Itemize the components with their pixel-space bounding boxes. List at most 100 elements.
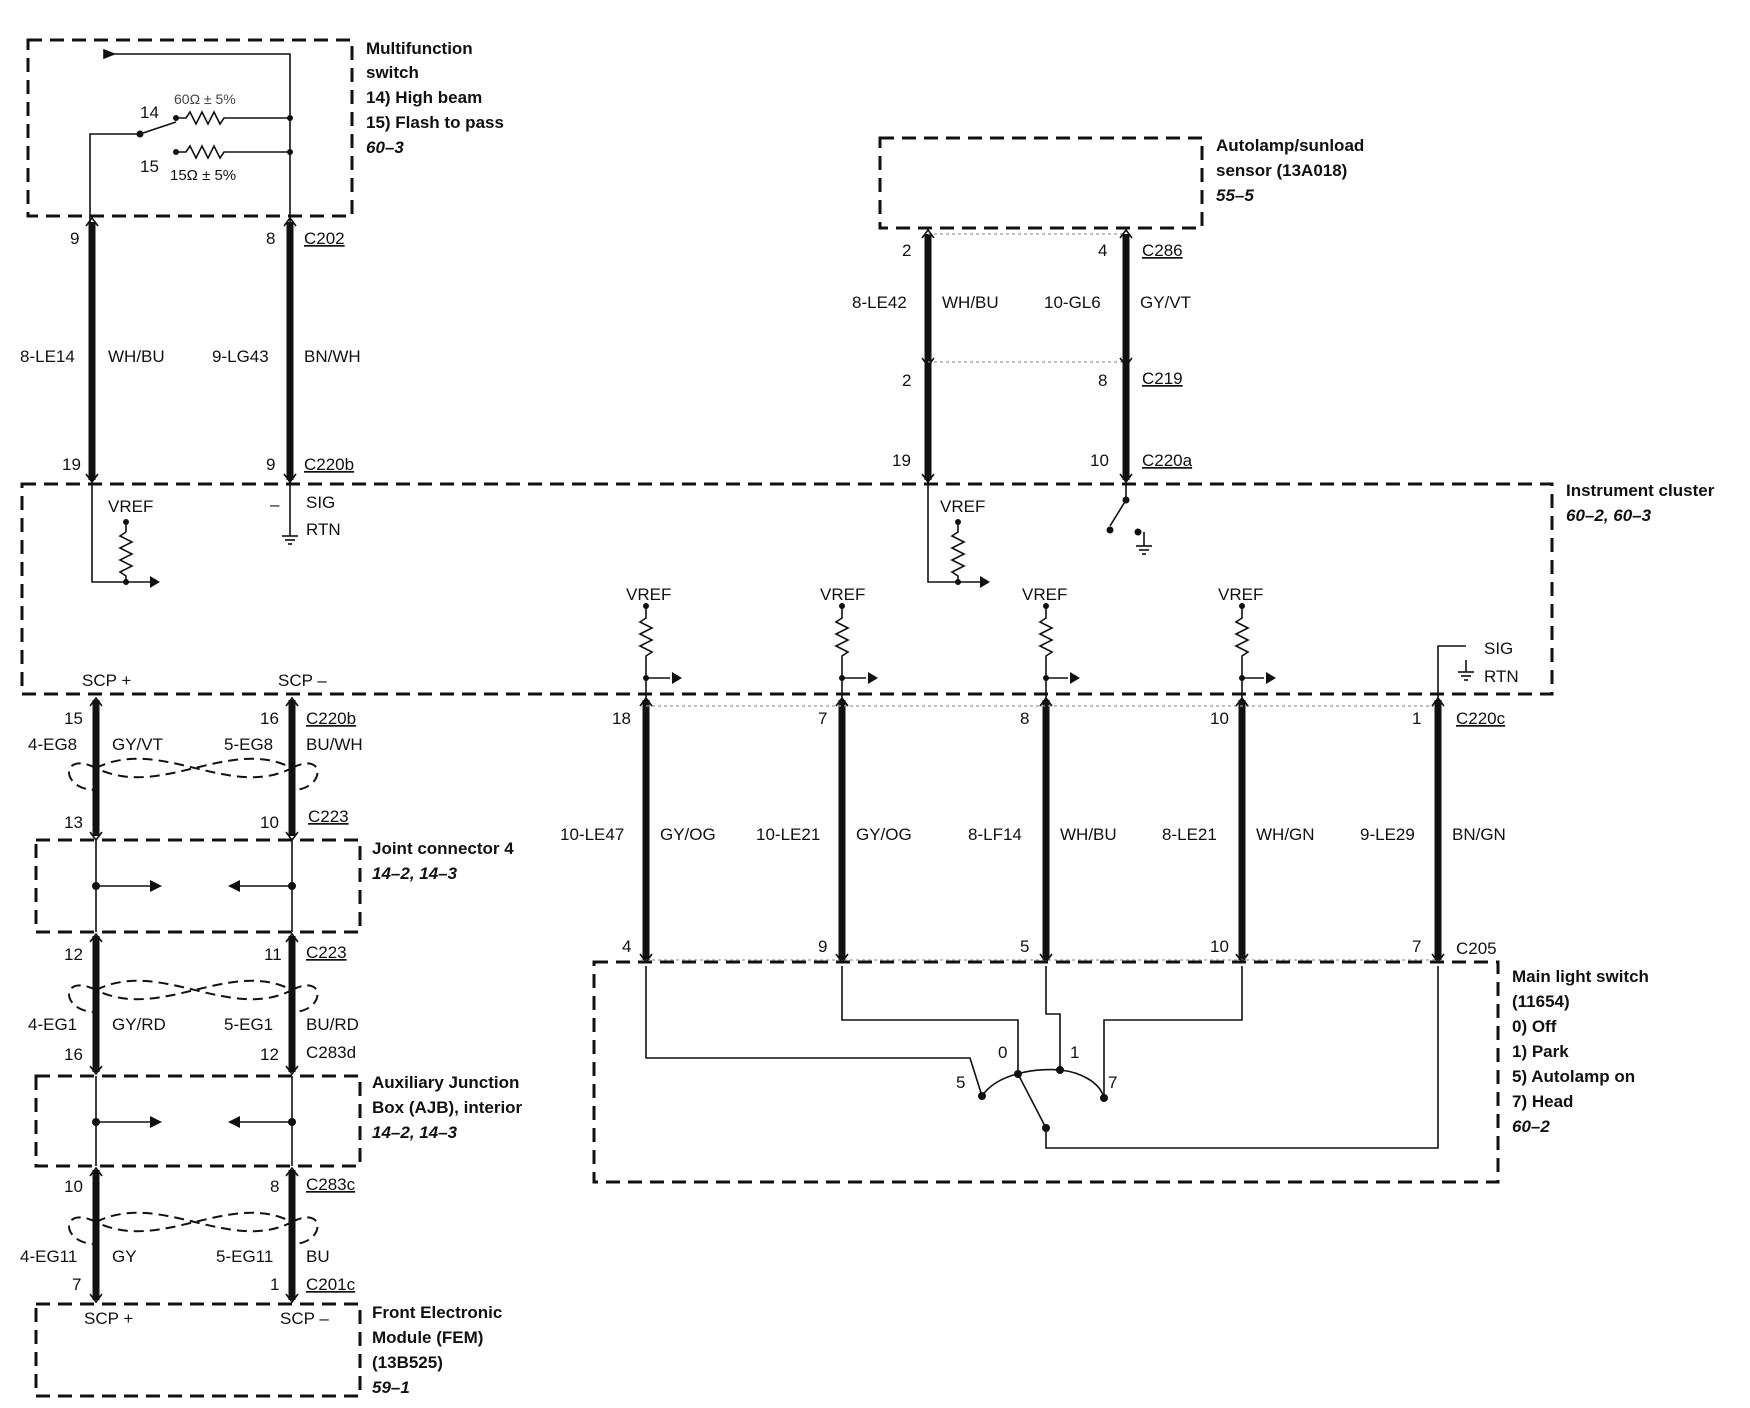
ic-vref-2: VREF [940, 497, 985, 516]
conn-c220c: C220c [1456, 709, 1506, 728]
mfs-resistor-15: 15Ω ± 5% [170, 167, 236, 184]
color-bn-wh: BN/WH [304, 347, 361, 366]
mfs-title-4: 15) Flash to pass [366, 113, 504, 132]
fem-box [34, 1302, 362, 1398]
color-gy-og-2: GY/OG [856, 825, 912, 844]
mls-title-6: 7) Head [1512, 1092, 1573, 1111]
pin-label: 2 [902, 371, 911, 390]
color-wh-bu-3: WH/BU [1060, 825, 1117, 844]
mls-title-3: 0) Off [1512, 1017, 1557, 1036]
pin-label: 2 [902, 241, 911, 260]
pin-label: 8 [1020, 709, 1029, 728]
ic-rtn-1: RTN [306, 520, 341, 539]
pin-label: 8 [270, 1177, 279, 1196]
conn-c223-bottom: C223 [306, 943, 347, 962]
wire-group [88, 222, 1442, 1300]
pin-label: 10 [260, 813, 279, 832]
circuit-8-le14: 8-LE14 [20, 347, 75, 366]
mls-pos-0: 0 [998, 1043, 1007, 1062]
pin-label: 19 [62, 455, 81, 474]
pin-label: 16 [64, 1045, 83, 1064]
color-bu-rd: BU/RD [306, 1015, 359, 1034]
jc4-title: Joint connector 4 [372, 839, 514, 858]
autolamp-ref: 55–5 [1216, 186, 1254, 205]
ic-minus: – [270, 495, 280, 514]
autolamp-sensor-box [878, 136, 1204, 230]
ic-vref-3: VREF [626, 585, 671, 604]
circuit-5-eg11: 5-EG11 [216, 1247, 273, 1266]
pin-label: 18 [612, 709, 631, 728]
pin-label: 5 [1020, 937, 1029, 956]
mls-title-4: 1) Park [1512, 1042, 1569, 1061]
pin-label: 4 [622, 937, 631, 956]
ic-scp-minus: SCP – [278, 671, 327, 690]
terminal-ticks [85, 216, 1445, 1304]
pin-label: 9 [70, 229, 79, 248]
mfs-title-1: Multifunction [366, 39, 473, 58]
autolamp-title-2: sensor (13A018) [1216, 161, 1347, 180]
fem-title-3: (13B525) [372, 1353, 443, 1372]
ic-scp-plus: SCP + [82, 671, 131, 690]
mls-title-2: (11654) [1512, 992, 1570, 1011]
ajb-ref: 14–2, 14–3 [372, 1123, 458, 1142]
mls-internals [645, 966, 1439, 1149]
mls-ref: 60–2 [1512, 1117, 1550, 1136]
conn-c201c: C201c [306, 1275, 356, 1294]
conn-c283c: C283c [306, 1175, 356, 1194]
mls-title-1: Main light switch [1512, 967, 1649, 986]
mls-pos-1: 1 [1070, 1043, 1079, 1062]
mfs-pin-15: 15 [140, 157, 159, 176]
ic-vref-4: VREF [820, 585, 865, 604]
pin-label: 13 [64, 813, 83, 832]
fem-scp-minus: SCP – [280, 1309, 329, 1328]
circuit-9-lg43: 9-LG43 [212, 347, 269, 366]
circuit-10-le47: 10-LE47 [560, 825, 624, 844]
color-bn-gn: BN/GN [1452, 825, 1506, 844]
joint-connector-4-box [34, 838, 362, 934]
color-gy-vt-1: GY/VT [1140, 293, 1191, 312]
circuit-10-gl6: 10-GL6 [1044, 293, 1101, 312]
mfs-resistor-14: 60Ω ± 5% [174, 91, 236, 107]
circuit-4-eg11: 4-EG11 [20, 1247, 77, 1266]
pin-label: 7 [818, 709, 827, 728]
ajb-title-1: Auxiliary Junction [372, 1073, 519, 1092]
junction-internals [92, 840, 296, 1166]
pin-label: 16 [260, 709, 279, 728]
color-wh-bu-2: WH/BU [942, 293, 999, 312]
circuit-5-eg1: 5-EG1 [224, 1015, 273, 1034]
pin-label: 10 [64, 1177, 83, 1196]
mfs-ref: 60–3 [366, 138, 404, 157]
circuit-4-eg8: 4-EG8 [28, 735, 77, 754]
pin-label: 9 [266, 455, 275, 474]
fem-title-2: Module (FEM) [372, 1328, 483, 1347]
color-gy-vt-2: GY/VT [112, 735, 163, 754]
multifunction-switch-internals [89, 48, 293, 224]
connector-hairlines [646, 233, 1438, 961]
mls-title-5: 5) Autolamp on [1512, 1067, 1635, 1086]
fem-ref: 59–1 [372, 1378, 410, 1397]
pin-label: 10 [1210, 937, 1229, 956]
ic-sig-1: SIG [306, 493, 335, 512]
color-gy-og-1: GY/OG [660, 825, 716, 844]
vref-pullups [638, 603, 1276, 700]
ic-vref-1: VREF [108, 497, 153, 516]
mfs-pin-14: 14 [140, 103, 159, 122]
pin-label: 15 [64, 709, 83, 728]
color-bu: BU [306, 1247, 330, 1266]
pin-label: 1 [1412, 709, 1421, 728]
pin-label: 11 [264, 945, 282, 964]
pin-label: 10 [1090, 451, 1109, 470]
conn-c286: C286 [1142, 241, 1183, 260]
pin-label: 12 [64, 945, 83, 964]
conn-c283d: C283d [306, 1043, 356, 1062]
pin-label: 10 [1210, 709, 1229, 728]
instrument-cluster-box [20, 482, 1554, 696]
circuit-4-eg1: 4-EG1 [28, 1015, 77, 1034]
ajb-title-2: Box (AJB), interior [372, 1098, 523, 1117]
conn-c220a: C220a [1142, 451, 1193, 470]
conn-c205: C205 [1456, 939, 1497, 958]
conn-c220b-bottom: C220b [306, 709, 356, 728]
mls-pos-5: 5 [956, 1073, 965, 1092]
conn-c219: C219 [1142, 369, 1183, 388]
